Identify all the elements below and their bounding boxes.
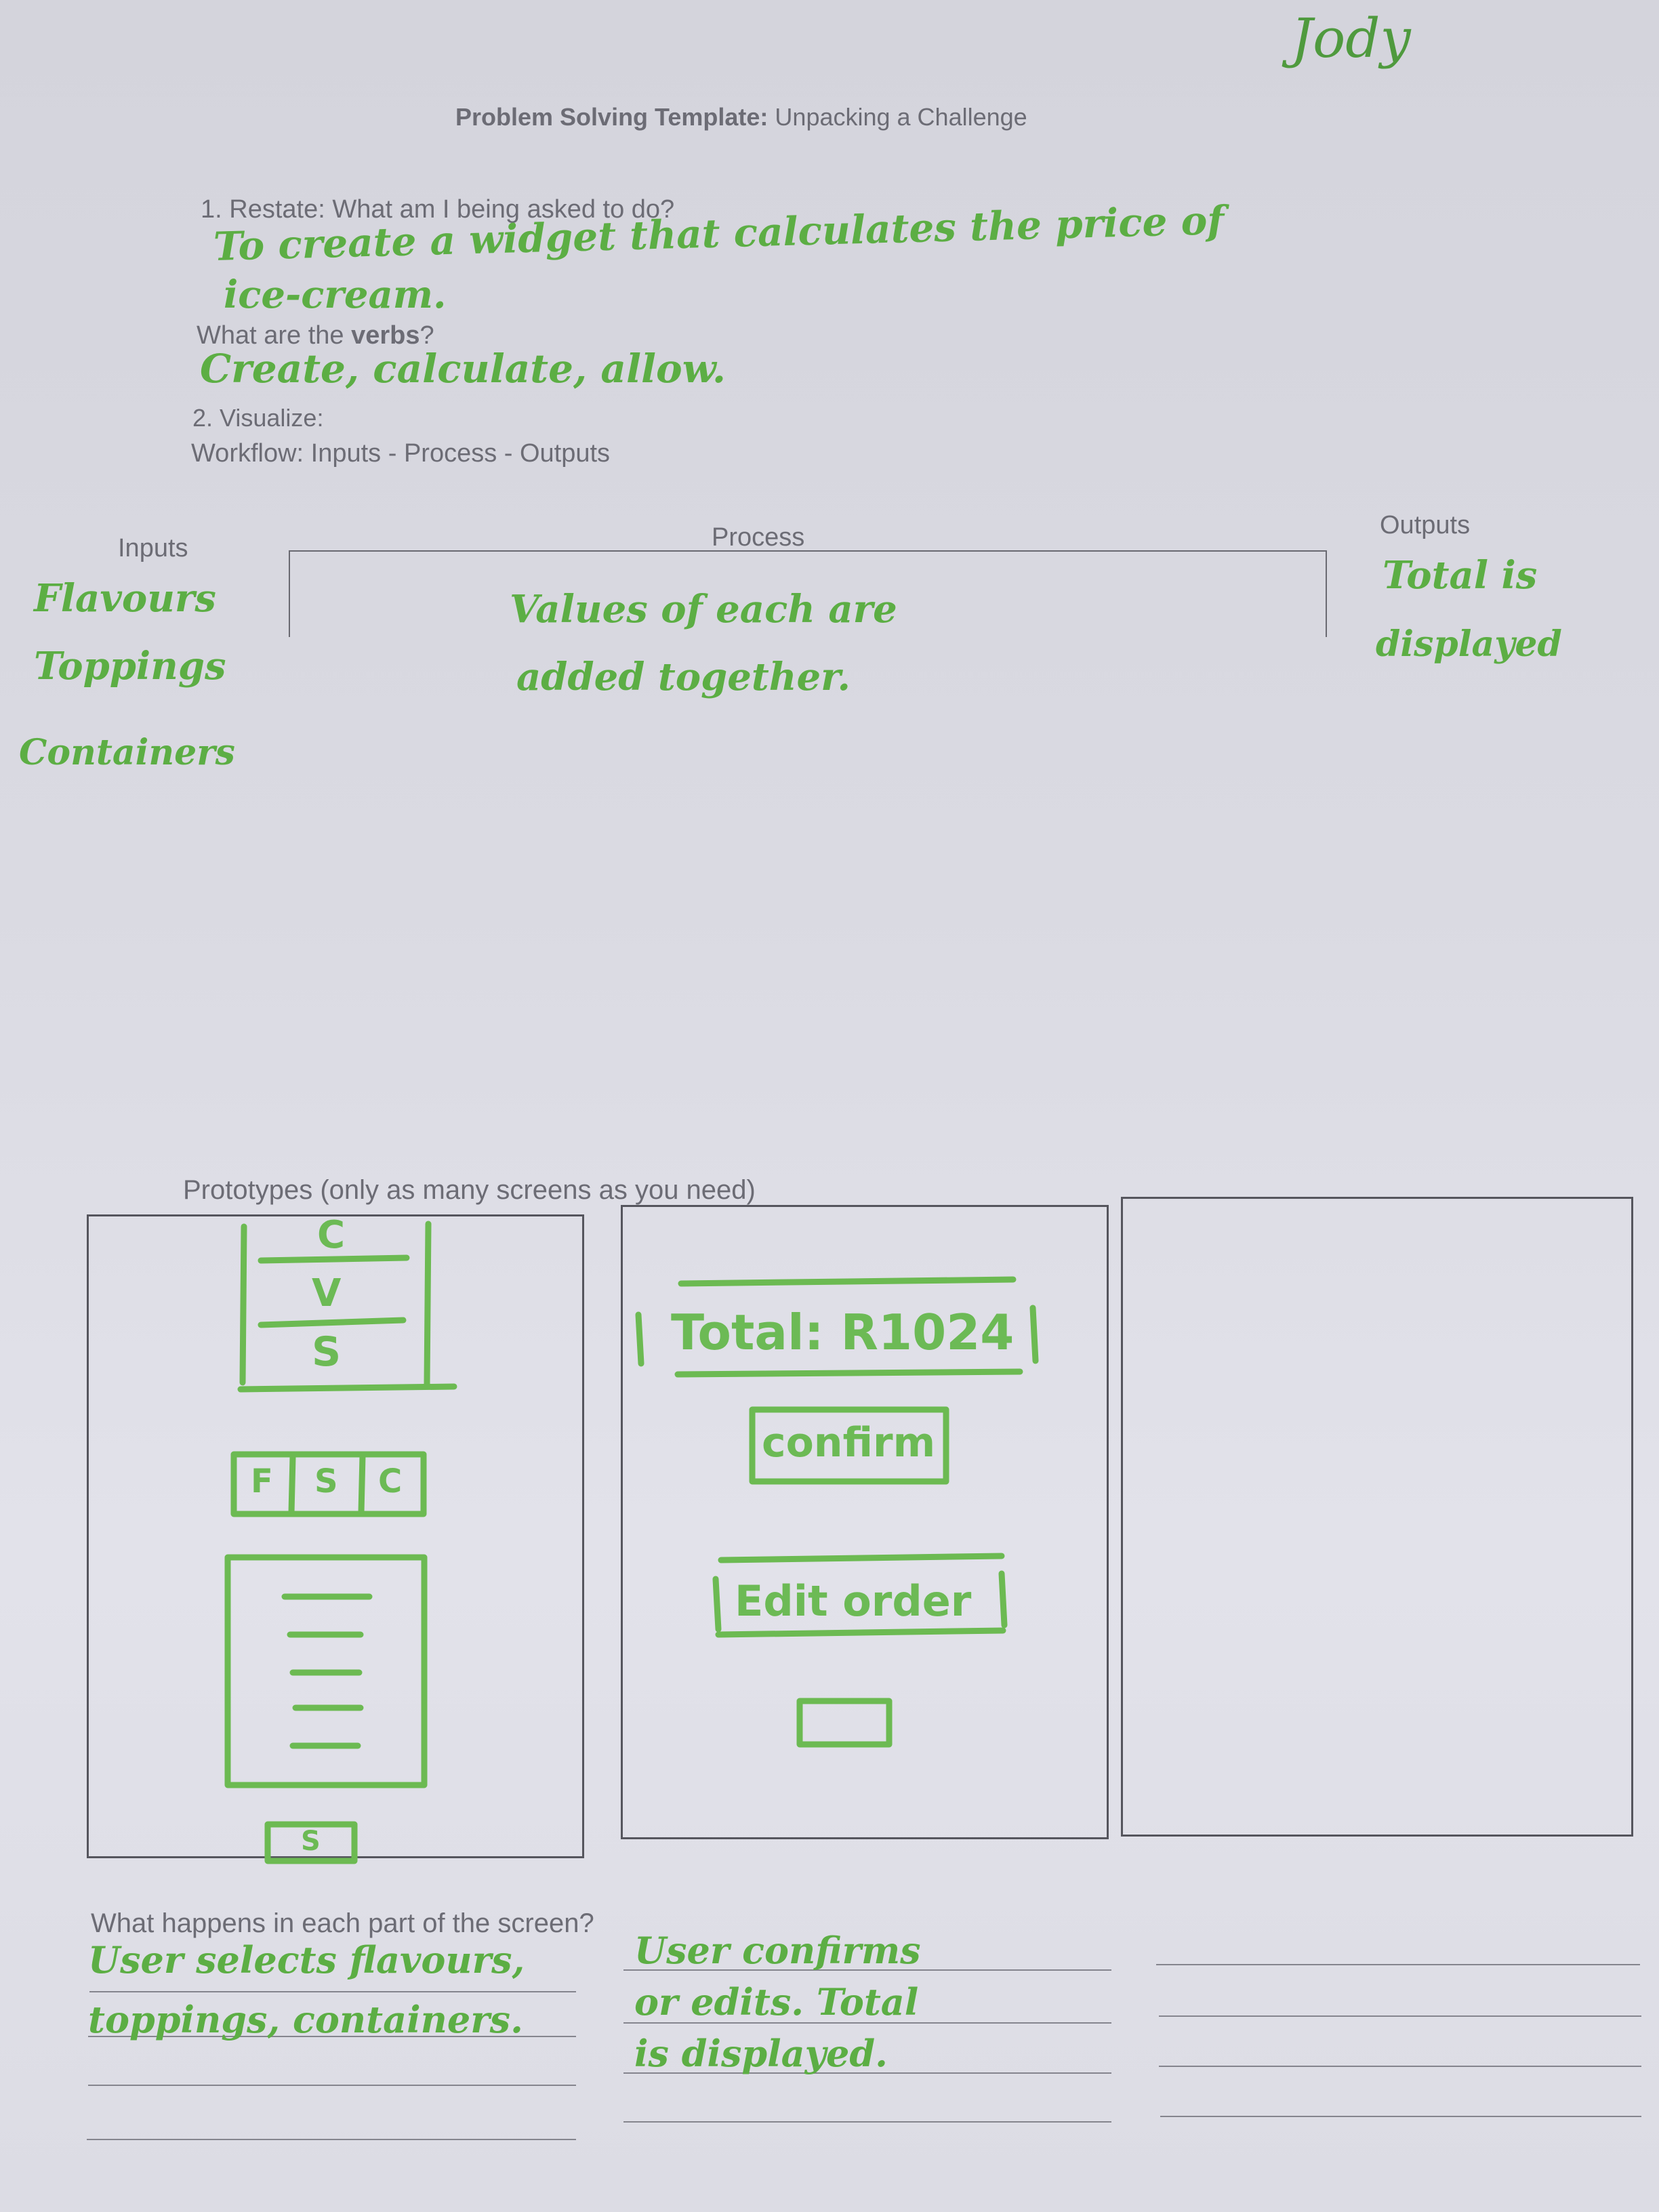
- process-bracket: [289, 550, 1327, 637]
- verbs-prompt-after: ?: [419, 321, 434, 350]
- prototype-screen-1: [87, 1214, 584, 1858]
- prototype-screen-3: [1121, 1197, 1633, 1837]
- inputs-label: Inputs: [118, 534, 188, 562]
- answer-rule: [1159, 2066, 1641, 2067]
- answer-rule: [88, 2085, 576, 2086]
- process-line1: Values of each are: [510, 587, 897, 632]
- answer-rule: [1159, 2015, 1641, 2017]
- answer-rule: [89, 1991, 576, 1992]
- screen1-tab-letter-3: C: [378, 1462, 403, 1500]
- restate-prompt: 1. Restate: What am I being asked to do?: [201, 195, 675, 224]
- restate-answer-line2: ice-cream.: [224, 272, 447, 317]
- screen-parts-col2-line2: or edits. Total: [634, 1980, 919, 2024]
- screen-parts-col2-line3: is displayed.: [634, 2032, 888, 2075]
- screen1-menu-letter-3: S: [312, 1328, 342, 1376]
- answer-rule: [623, 2022, 1111, 2024]
- verbs-prompt: What are the verbs?: [197, 321, 434, 350]
- screen1-tab-letter-2: S: [314, 1462, 338, 1500]
- process-label: Process: [712, 523, 805, 552]
- screen1-menu-letter-1: C: [317, 1213, 346, 1257]
- outputs-label: Outputs: [1380, 511, 1471, 539]
- verbs-prompt-before: What are the: [197, 321, 352, 350]
- screen1-menu-letter-2: V: [312, 1271, 342, 1315]
- page-title: Problem Solving Template: Unpacking a Ch…: [455, 103, 1027, 131]
- screen-parts-prompt: What happens in each part of the screen?: [91, 1908, 594, 1938]
- page-title-rest: Unpacking a Challenge: [768, 103, 1027, 131]
- screen1-bottom-button-label: S: [301, 1826, 321, 1857]
- outputs-line1: Total is: [1382, 553, 1538, 598]
- student-name: Jody: [1291, 7, 1411, 70]
- answer-rule: [623, 2121, 1111, 2123]
- screen-parts-col2-line1: User confirms: [634, 1929, 921, 1972]
- screen1-tab-letter-1: F: [251, 1462, 273, 1500]
- screen-parts-col1-line1: User selects flavours,: [88, 1938, 525, 1982]
- input-toppings: Toppings: [34, 644, 226, 689]
- input-containers: Containers: [19, 732, 235, 773]
- workflow-prompt: Workflow: Inputs - Process - Outputs: [191, 439, 611, 468]
- verbs-answer: Create, calculate, allow.: [200, 346, 726, 392]
- answer-rule: [623, 2072, 1111, 2074]
- input-flavours: Flavours: [34, 576, 216, 621]
- answer-rule: [1156, 1964, 1640, 1965]
- screen2-confirm-button: confirm: [762, 1419, 936, 1467]
- page-title-bold: Problem Solving Template:: [455, 103, 769, 131]
- outputs-line2: displayed: [1376, 623, 1562, 665]
- answer-rule: [87, 2139, 576, 2140]
- answer-rule: [623, 1969, 1111, 1971]
- screen-parts-col1-line2: toppings, containers.: [88, 1998, 523, 2041]
- screen2-total-label: Total: R1024: [671, 1304, 1015, 1361]
- visualize-prompt: 2. Visualize:: [192, 404, 324, 432]
- prototype-screen-2: [621, 1205, 1109, 1839]
- process-line2: added together.: [516, 655, 851, 699]
- verbs-prompt-bold: verbs: [351, 321, 420, 350]
- prototypes-label: Prototypes (only as many screens as you …: [183, 1175, 756, 1205]
- screen2-edit-button: Edit order: [735, 1576, 972, 1626]
- answer-rule: [88, 2036, 576, 2037]
- answer-rule: [1160, 2116, 1641, 2117]
